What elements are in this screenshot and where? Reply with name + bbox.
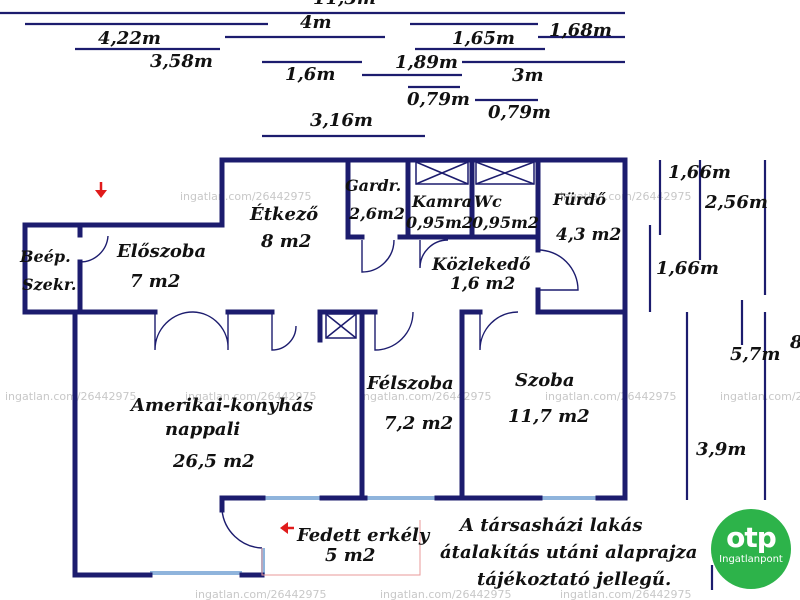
- watermark: ingatlan.com/26442975: [720, 390, 800, 403]
- dimension-label: 1,6m: [285, 64, 335, 85]
- balcony-outline: [261, 520, 421, 576]
- watermark: ingatlan.com/26442975: [545, 390, 677, 403]
- room-label-gardr: Gardr.: [345, 176, 401, 195]
- room-area-nappali: 26,5 m2: [172, 451, 255, 472]
- vent-shaft: [475, 161, 535, 185]
- walls: [22, 157, 628, 578]
- watermark: ingatlan.com/26442975: [380, 588, 512, 600]
- dimension-label: 3,16m: [310, 110, 373, 131]
- door-swing: [79, 235, 579, 549]
- dimension-label: 1,65m: [452, 28, 515, 49]
- vent-shaft: [415, 161, 469, 185]
- watermark: ingatlan.com/26442975: [195, 588, 327, 600]
- dimension-label: 3,9m: [696, 439, 746, 460]
- room-label-kozlekedo: Közlekedő: [431, 255, 531, 275]
- disclaimer-line: A társasházi lakás: [458, 515, 642, 536]
- room-label-beep: Beép.: [19, 247, 71, 266]
- entrance-arrow-icon: [95, 182, 107, 198]
- room-area-gardr: 2,6m2: [348, 204, 405, 223]
- entrance-arrow-icon: [280, 522, 294, 534]
- dimension-label: 4m: [300, 12, 332, 33]
- watermark: ingatlan.com/26442975: [560, 588, 692, 600]
- room-label-eloszoba: Előszoba: [116, 241, 206, 262]
- room-area-kozlekedo: 1,6 m2: [450, 274, 515, 294]
- room-area-etkezo: 8 m2: [260, 231, 311, 252]
- room-label-nappali: Amerikai-konyhás: [129, 395, 313, 416]
- room-label-felszoba: Félszoba: [366, 373, 454, 394]
- watermark: ingatlan.com/26442975: [180, 190, 312, 203]
- dimension-label: 8: [789, 332, 800, 353]
- otp-ingatlanpont-logo: otp Ingatlanpont: [711, 509, 791, 589]
- dimension-label: 5,7m: [730, 344, 780, 365]
- room-area-kamra: 0,95m2: [406, 213, 473, 232]
- dimension-label: 11,3m: [313, 0, 376, 9]
- room-area-erkely: 5 m2: [325, 545, 375, 566]
- disclaimer-line: átalakítás utáni alaprajza: [440, 542, 697, 563]
- room-area-wc: 0,95m2: [472, 213, 539, 232]
- dimension-label: 2,56m: [704, 192, 768, 213]
- room-area-felszoba: 7,2 m2: [384, 413, 453, 434]
- room-label-nappali: nappali: [165, 419, 240, 440]
- room-label-szoba: Szoba: [515, 370, 574, 391]
- dimension-label: 1,66m: [656, 258, 719, 279]
- dimension-label: 1,89m: [395, 52, 458, 73]
- logo-brand: otp: [726, 521, 777, 554]
- room-label-wc: Wc: [474, 192, 502, 211]
- dimension-label: 4,22m: [98, 28, 161, 49]
- room-area-szoba: 11,7 m2: [508, 406, 590, 427]
- room-label-beep: Szekr.: [22, 275, 76, 294]
- disclaimer-line: tájékoztató jellegű.: [477, 569, 671, 590]
- room-label-erkely: Fedett erkély: [296, 525, 431, 546]
- watermark: ingatlan.com/26442975: [360, 390, 492, 403]
- dimension-label: 1,66m: [668, 162, 731, 183]
- watermark: ingatlan.com/26442975: [5, 390, 137, 403]
- room-area-furdo: 4,3 m2: [556, 225, 621, 245]
- room-label-kamra: Kamra: [411, 192, 472, 211]
- logo-subtitle: Ingatlanpont: [719, 554, 783, 565]
- dimension-label: 1,68m: [549, 20, 612, 41]
- dimension-label: 0,79m: [407, 89, 470, 110]
- dimension-label: 3,58m: [150, 51, 213, 72]
- room-label-furdo: Fürdő: [552, 190, 606, 209]
- vent-shaft: [325, 313, 357, 339]
- room-label-etkezo: Étkező: [249, 202, 318, 225]
- room-area-eloszoba: 7 m2: [130, 271, 180, 292]
- dimension-label: 0,79m: [488, 102, 551, 123]
- dimension-label: 3m: [512, 65, 544, 86]
- watermark: ingatlan.com/26442975: [185, 390, 317, 403]
